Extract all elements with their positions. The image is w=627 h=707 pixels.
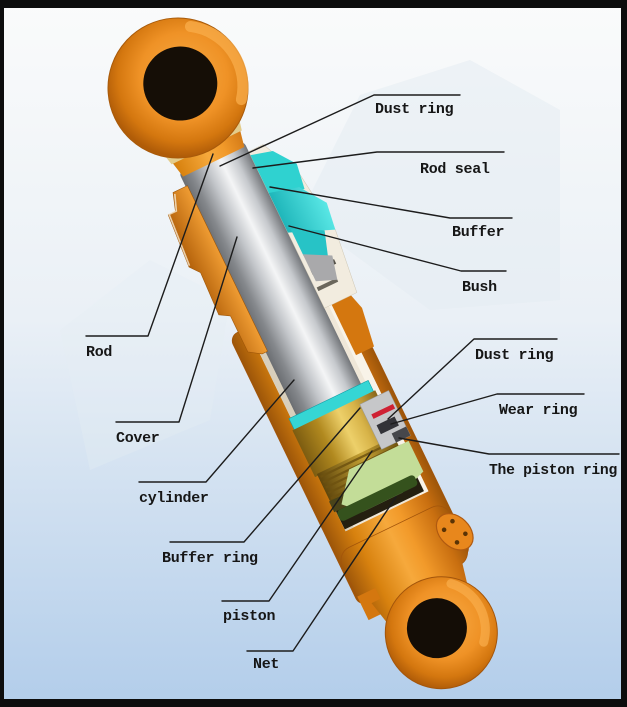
label-buffer-ring: Buffer ring — [162, 550, 258, 567]
piston-assembly — [288, 379, 424, 521]
leader-rod-seal — [252, 151, 505, 169]
leader-net — [246, 496, 397, 652]
label-piston: piston — [223, 608, 276, 625]
part-labels: Dust ring Rod seal Buffer Bush Rod Cover… — [86, 101, 618, 673]
leader-wear-ring — [390, 393, 585, 425]
rod-eye — [107, 17, 249, 159]
piston-ring-part — [371, 403, 396, 419]
label-buffer: Buffer — [452, 224, 504, 241]
leader-buffer-ring — [169, 407, 361, 543]
leader-cylinder — [138, 379, 295, 483]
label-net: Net — [253, 656, 279, 673]
bush-part — [302, 254, 338, 282]
leader-piston-ring — [398, 437, 620, 455]
label-rod: Rod — [86, 344, 112, 361]
label-rod-seal: Rod seal — [420, 161, 490, 178]
cylinder-artwork — [107, 17, 498, 690]
net-part — [341, 440, 424, 512]
buffer-seal-part — [290, 229, 328, 257]
leader-bush — [288, 225, 507, 272]
label-dust-ring-top: Dust ring — [375, 101, 454, 118]
gland-seal-stack — [175, 144, 358, 309]
piston-rod — [180, 142, 367, 428]
label-cylinder: cylinder — [139, 490, 209, 507]
leader-rod — [85, 153, 214, 337]
label-piston-ring: The piston ring — [489, 462, 617, 479]
cover-part — [167, 185, 268, 355]
leader-buffer — [269, 186, 513, 219]
leader-dust-ring-top — [219, 94, 461, 167]
leader-cover — [115, 236, 238, 423]
background-watermark-shape-2 — [60, 260, 230, 470]
label-cover: Cover — [116, 430, 160, 447]
label-wear-ring: Wear ring — [499, 402, 578, 419]
dust-ring-seal — [250, 150, 305, 195]
label-bush: Bush — [462, 279, 497, 296]
label-dust-ring-piston: Dust ring — [475, 347, 554, 364]
port-flange — [435, 513, 474, 551]
leader-lines — [85, 94, 620, 652]
leader-piston — [221, 450, 373, 602]
rod-seal-part — [268, 187, 336, 233]
cap-eye — [384, 576, 498, 690]
leader-dust-ring-piston — [387, 338, 558, 420]
background-watermark-shape — [300, 60, 560, 310]
